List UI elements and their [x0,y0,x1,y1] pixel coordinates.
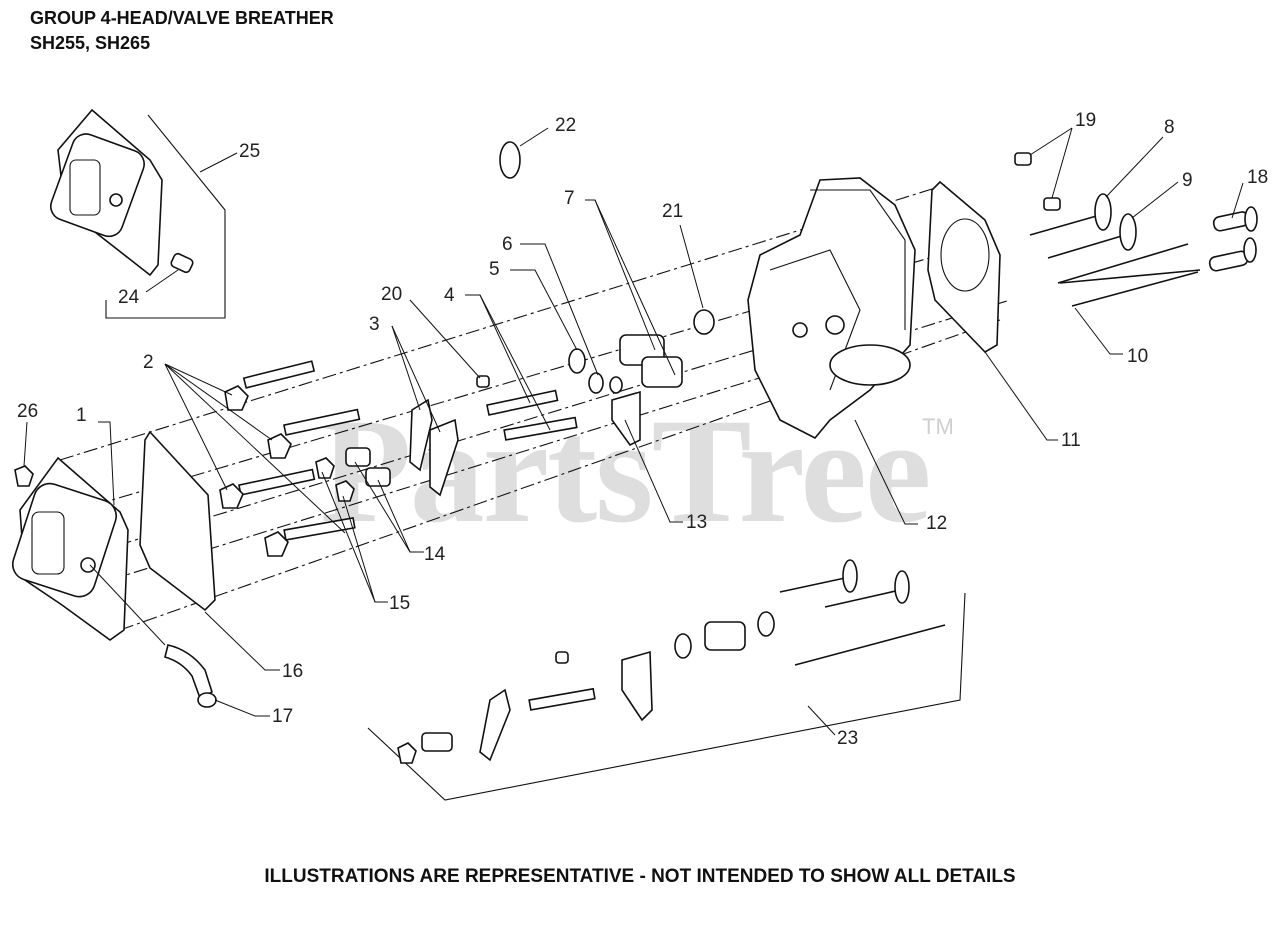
callout-15: 15 [389,593,410,614]
watermark-tm: TM [922,414,954,439]
callout-13: 13 [686,512,707,533]
callout-8: 8 [1164,117,1175,138]
callout-22: 22 [555,115,576,136]
callout-5: 5 [489,259,500,280]
gasket [139,430,216,612]
cylinder-head [747,177,916,440]
callout-9: 9 [1182,170,1193,191]
o-ring [499,141,521,179]
callout-18: 18 [1247,167,1268,188]
callout-24: 24 [118,287,140,308]
rocker-arms [409,398,459,497]
callout-4: 4 [444,285,455,306]
callout-14: 14 [424,544,446,565]
callout-17: 17 [272,706,293,727]
valve-cover-inset [49,108,194,277]
diagram-title: GROUP 4-HEAD/VALVE BREATHER SH255, SH265 [30,6,334,56]
breather-hose [164,644,217,708]
callout-20: 20 [381,284,402,305]
callout-12: 12 [926,513,947,534]
disclaimer-note: ILLUSTRATIONS ARE REPRESENTATIVE - NOT I… [264,866,1016,887]
callout-25: 25 [239,141,260,162]
gasket-kit-parts [367,559,966,801]
callout-3: 3 [369,314,380,335]
callout-26: 26 [17,401,38,422]
callout-10: 10 [1127,346,1148,367]
valve-springs [619,309,715,388]
bolts [14,360,361,557]
callout-2: 2 [143,352,154,373]
leader-lines [23,127,1244,736]
valve-cover [11,456,129,641]
inset-callout-box [105,114,226,319]
callout-23: 23 [837,728,858,749]
callout-7: 7 [564,188,575,209]
valves-and-pushrods [1014,152,1258,307]
pivot-studs [476,375,578,441]
callout-11: 11 [1061,430,1081,451]
callout-1: 1 [76,405,87,426]
callout-19: 19 [1075,110,1096,131]
title-line-1: GROUP 4-HEAD/VALVE BREATHER [30,8,334,28]
valve-seals [568,348,641,447]
callout-6: 6 [502,234,513,255]
rocker-nuts [315,447,391,502]
callout-labels: 1 2 3 4 5 6 7 8 9 10 11 12 13 14 15 16 1… [17,110,1268,749]
callout-21: 21 [662,201,683,222]
title-line-2: SH255, SH265 [30,33,151,53]
head-gasket [927,180,1001,354]
callout-16: 16 [282,661,303,682]
